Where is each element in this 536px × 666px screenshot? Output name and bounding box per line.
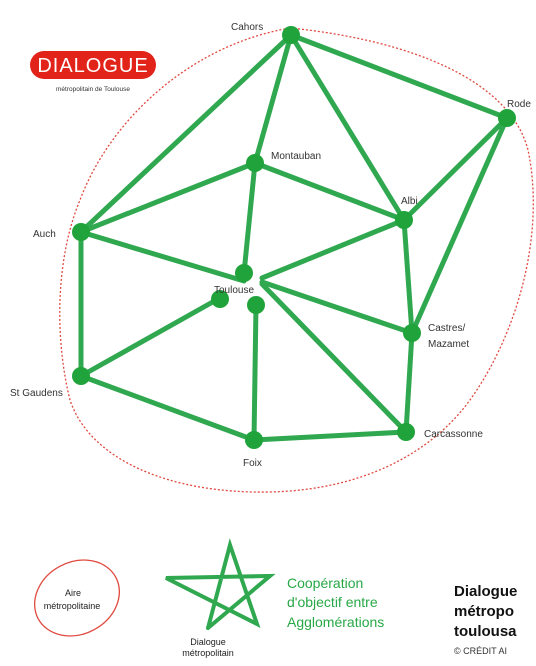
legend-dialogue-line2: métropolitain: [182, 648, 234, 658]
node-stgaudens: [72, 367, 90, 385]
label-montauban: Montauban: [271, 151, 321, 162]
label-albi: Albi: [401, 196, 418, 207]
link-albi-castres: [401, 217, 415, 336]
link-stgaudens-toulouse: [78, 296, 221, 379]
legend-aire-line2: métropolitaine: [44, 601, 101, 611]
link-castres-carcassonne: [403, 330, 415, 435]
legend-cooperation-line2: d'objectif entre: [287, 594, 378, 610]
legend-aire-ellipse: [33, 559, 121, 637]
city-labels: Cahors Rode Montauban Albi Auch Toulouse…: [10, 22, 531, 469]
node-toulouse-1: [235, 264, 253, 282]
network-links: [78, 32, 510, 443]
label-stgaudens: St Gaudens: [10, 388, 63, 399]
caption-credit: © CRÉDIT AI: [454, 646, 507, 656]
label-foix: Foix: [243, 458, 262, 469]
node-cahors: [282, 26, 300, 44]
link-cahors-montauban: [252, 32, 294, 166]
caption-line2: métropo: [454, 603, 514, 620]
link-cahors-rodez: [288, 32, 510, 121]
link-foix-carcassonne: [251, 429, 409, 443]
label-rodez: Rode: [507, 99, 531, 110]
caption-line3: toulousa: [454, 623, 517, 640]
node-auch: [72, 223, 90, 241]
link-montauban-auch: [78, 160, 258, 235]
label-castres: Castres/: [428, 323, 465, 334]
node-toulouse-2: [211, 290, 229, 308]
caption-line1: Dialogue: [454, 583, 517, 600]
node-montauban: [246, 154, 264, 172]
dialogue-logo: DIALOGUE métropolitain de Toulouse: [30, 51, 156, 93]
node-foix: [245, 431, 263, 449]
link-toulouse-foix: [251, 302, 259, 443]
label-auch: Auch: [33, 229, 56, 240]
logo-subtitle: métropolitain de Toulouse: [56, 86, 130, 93]
link-montauban-toulouse: [241, 160, 258, 276]
link-montauban-albi: [252, 160, 407, 223]
node-albi: [395, 211, 413, 229]
link-rodez-castres: [409, 115, 510, 336]
link-toulouse-castres: [259, 279, 415, 336]
legend-dialogue-line1: Dialogue: [190, 637, 226, 647]
node-rodez: [498, 109, 516, 127]
link-albi-toulouse: [259, 217, 407, 281]
node-toulouse-3: [247, 296, 265, 314]
legend-cooperation-line1: Coopération: [287, 575, 363, 591]
node-carcassonne: [397, 423, 415, 441]
legend-cooperation: Coopération d'objectif entre Agglomérati…: [287, 575, 384, 630]
legend-star-lines: [165, 538, 276, 630]
label-mazamet: Mazamet: [428, 339, 469, 350]
network-nodes: [72, 26, 516, 449]
link-cahors-albi: [288, 32, 407, 223]
logo-text: DIALOGUE: [37, 55, 148, 77]
caption: Dialogue métropo toulousa © CRÉDIT AI: [454, 583, 517, 656]
label-cahors: Cahors: [231, 22, 263, 33]
legend-aire-line1: Aire: [65, 588, 81, 598]
legend-cooperation-line3: Agglomérations: [287, 614, 384, 630]
link-rodez-albi: [401, 115, 510, 223]
link-auch-toulouse: [78, 229, 247, 284]
label-toulouse: Toulouse: [214, 285, 254, 296]
aire-metropolitaine-outline: [59, 27, 534, 493]
legend-aire: Aire métropolitaine: [33, 559, 121, 637]
link-toulouse-carcassonne: [259, 281, 409, 435]
link-cahors-auch: [78, 32, 294, 235]
logo-background: [30, 51, 156, 79]
node-castres: [403, 324, 421, 342]
link-stgaudens-foix: [78, 373, 257, 443]
label-carcassonne: Carcassonne: [424, 429, 483, 440]
legend-dialogue-star: [165, 538, 276, 630]
